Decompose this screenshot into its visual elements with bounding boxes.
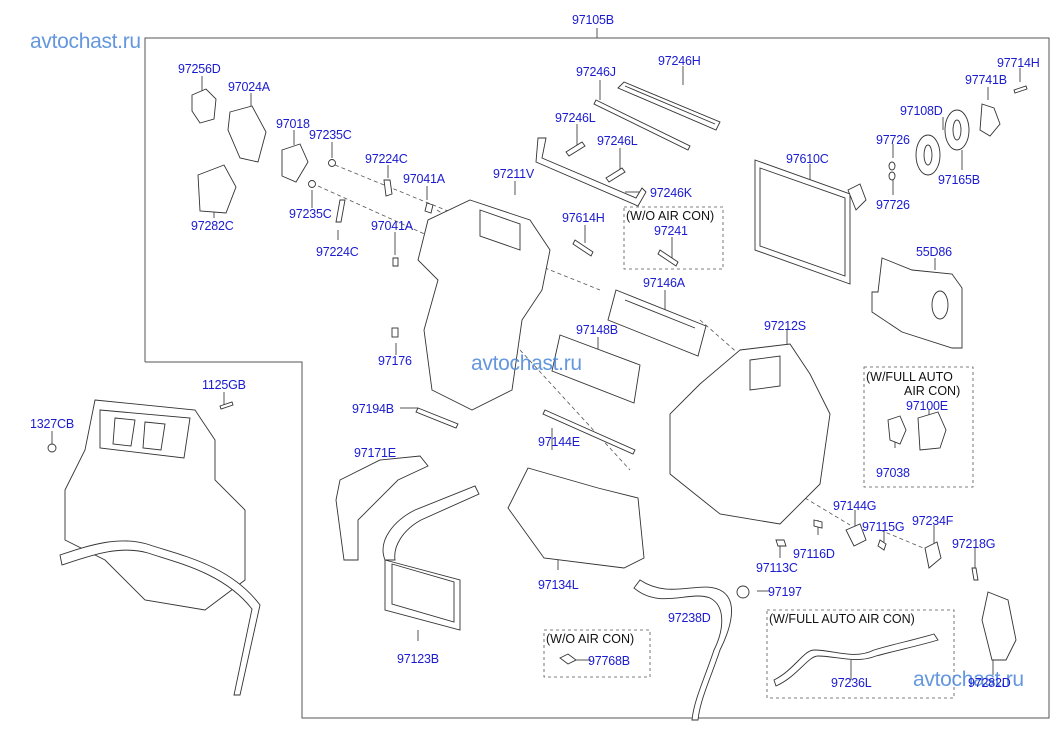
part-label[interactable]: 97144G (833, 499, 877, 513)
watermark-bottom-right: avtochast.ru (913, 668, 1024, 691)
part-label[interactable]: 97113C (756, 561, 798, 575)
part-label[interactable]: 97176 (378, 354, 412, 368)
part-label[interactable]: 97108D (900, 104, 943, 118)
part-label[interactable]: 97224C (316, 245, 359, 259)
part-label[interactable]: 97614H (562, 211, 605, 225)
part-label[interactable]: 97041A (371, 219, 413, 233)
watermark-top-left: avtochast.ru (30, 30, 141, 53)
part-label[interactable]: 97714H (997, 56, 1040, 70)
part-label[interactable]: 97115G (862, 520, 905, 534)
part-label[interactable]: 97235C (289, 207, 332, 221)
part-label[interactable]: 97238D (668, 611, 711, 625)
part-label[interactable]: 97246L (597, 134, 638, 148)
part-label[interactable]: 1327CB (30, 417, 74, 431)
part-label[interactable]: 97726 (876, 198, 910, 212)
note-w-full-auto-line2: AIR CON) (904, 384, 961, 398)
part-label[interactable]: 97100E (906, 399, 948, 413)
assembly-boundary (144, 37, 1050, 719)
part-label[interactable]: 97024A (228, 80, 270, 94)
part-label[interactable]: 97212S (764, 319, 806, 333)
part-label[interactable]: 97246J (576, 65, 616, 79)
part-label[interactable]: 97741B (965, 73, 1007, 87)
part-label[interactable]: 97038 (876, 466, 910, 480)
part-label[interactable]: 97211V (493, 167, 534, 181)
part-label[interactable]: 97726 (876, 133, 910, 147)
part-label[interactable]: 97235C (309, 128, 352, 142)
part-label[interactable]: 97144E (538, 435, 580, 449)
assembly-part-number[interactable]: 97105B (572, 13, 614, 27)
note-wo-air-con: (W/O AIR CON) (626, 209, 715, 223)
part-label[interactable]: 97218G (952, 537, 996, 551)
part-label[interactable]: 97241 (654, 224, 688, 238)
part-label[interactable]: 97768B (588, 654, 630, 668)
part-label[interactable]: 97224C (365, 152, 408, 166)
part-label[interactable]: 97246L (555, 111, 596, 125)
part-illustrations (47, 81, 1028, 721)
part-label[interactable]: 1125GB (202, 378, 246, 392)
part-label[interactable]: 97194B (352, 402, 394, 416)
part-label[interactable]: 97134L (538, 578, 579, 592)
note-w-full-auto-air-con: (W/FULL AUTO AIR CON) (769, 612, 915, 626)
part-label[interactable]: 97018 (276, 117, 310, 131)
part-label[interactable]: 97246K (650, 186, 692, 200)
part-label[interactable]: 97282D (968, 676, 1011, 690)
part-label[interactable]: 97116D (793, 547, 835, 561)
part-label[interactable]: 97236L (831, 676, 872, 690)
note-w-full-auto-line1: (W/FULL AUTO (866, 370, 953, 384)
part-label[interactable]: 97246H (658, 54, 701, 68)
part-label[interactable]: 97610C (786, 152, 829, 166)
part-label[interactable]: 97146A (643, 276, 685, 290)
part-label[interactable]: 97165B (938, 173, 980, 187)
part-label[interactable]: 97234F (912, 514, 954, 528)
part-label[interactable]: 97256D (178, 62, 221, 76)
watermark-center: avtochast.ru (471, 352, 582, 375)
part-label[interactable]: 97148B (576, 323, 618, 337)
option-boxes (543, 206, 974, 699)
part-label[interactable]: 97197 (768, 585, 802, 599)
part-label[interactable]: 97123B (397, 652, 439, 666)
part-label[interactable]: 55D86 (916, 245, 952, 259)
part-label[interactable]: 97171E (354, 446, 396, 460)
note-wo-air-con: (W/O AIR CON) (546, 632, 635, 646)
part-label[interactable]: 97041A (403, 172, 445, 186)
part-label[interactable]: 97282C (191, 219, 234, 233)
